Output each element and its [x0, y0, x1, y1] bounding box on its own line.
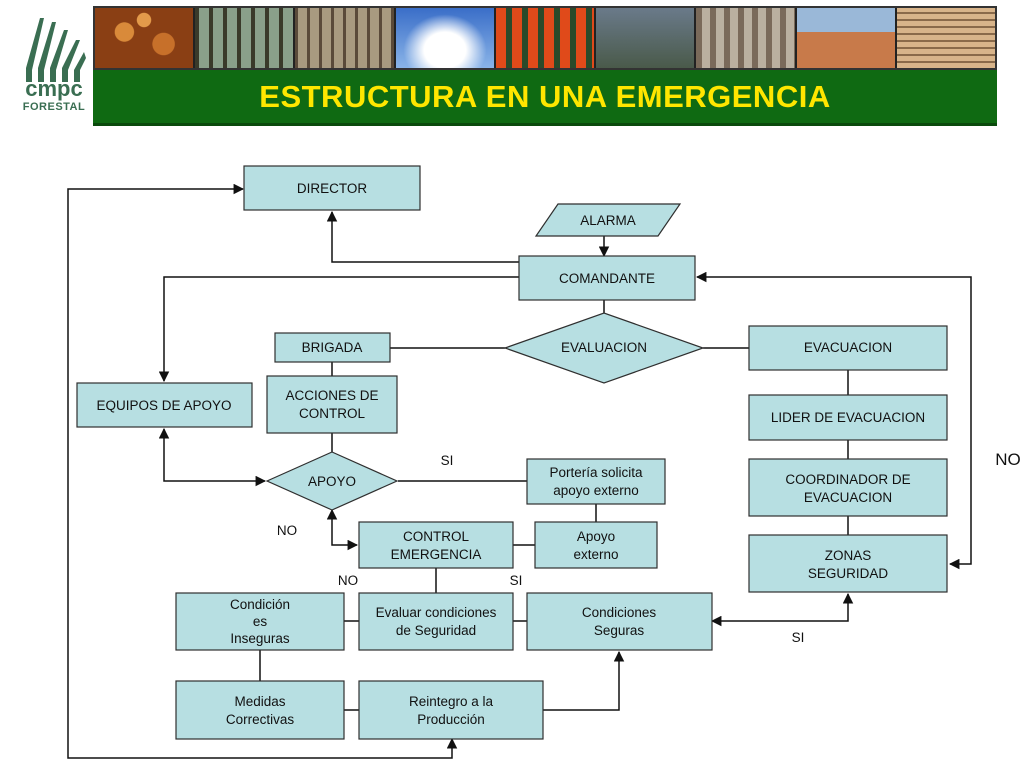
node-evacuacion — [748, 325, 948, 371]
label-reintegro-1: Reintegro a la — [409, 694, 494, 709]
edge-label-no-evaluar: NO — [338, 573, 358, 588]
label-director: DIRECTOR — [297, 181, 368, 196]
label-porteria-1: Portería solicita — [549, 465, 643, 480]
node-equipos-apoyo — [76, 382, 253, 428]
logo-name: cmpc — [25, 76, 83, 101]
title-bar: ESTRUCTURA EN UNA EMERGENCIA — [93, 70, 997, 126]
page-title: ESTRUCTURA EN UNA EMERGENCIA — [259, 78, 831, 114]
edge-apoyo-control — [326, 508, 359, 551]
label-evaluar-condiciones-1: Evaluar condiciones — [376, 605, 497, 620]
node-comandante — [518, 255, 696, 301]
label-control-emergencia-2: EMERGENCIA — [391, 547, 482, 562]
edge-label-si-evaluar: SI — [510, 573, 523, 588]
node-porteria — [526, 458, 666, 505]
label-condiciones-inseguras-1: Condición — [230, 597, 290, 612]
label-reintegro-2: Producción — [417, 712, 485, 727]
label-evaluacion: EVALUACION — [561, 340, 647, 355]
edge-seguras-zonas — [710, 592, 854, 627]
label-condiciones-seguras-1: Condiciones — [582, 605, 657, 620]
label-control-emergencia-1: CONTROL — [403, 529, 469, 544]
edge-label-si-apoyo: SI — [441, 453, 454, 468]
photo-warehouse — [796, 8, 895, 68]
node-apoyo — [265, 451, 399, 511]
label-apoyo-externo-2: externo — [573, 547, 618, 562]
label-condiciones-seguras-2: Seguras — [594, 623, 645, 638]
node-condiciones-inseguras — [175, 592, 345, 651]
photo-factory-interior — [696, 8, 795, 68]
cmpc-logo-icon — [26, 18, 86, 82]
node-evaluar-condiciones — [358, 592, 514, 651]
label-condiciones-inseguras-2: es — [253, 614, 268, 629]
label-comandante: COMANDANTE — [559, 271, 655, 286]
node-apoyo-externo — [534, 521, 658, 569]
photo-clouds-sky — [395, 8, 494, 68]
photo-forest-trunks — [295, 8, 394, 68]
node-condiciones-seguras — [526, 592, 713, 651]
edge-comandante-equipos — [158, 276, 519, 383]
label-equipos-apoyo: EQUIPOS DE APOYO — [96, 398, 231, 413]
node-evaluacion — [503, 312, 705, 384]
edge-equipos-apoyo — [158, 427, 267, 487]
node-reintegro — [358, 680, 544, 740]
label-acciones-control-2: CONTROL — [299, 406, 365, 421]
label-acciones-control-1: ACCIONES DE — [285, 388, 378, 403]
label-alarma: ALARMA — [580, 213, 636, 228]
label-lider-evacuacion: LIDER DE EVACUACION — [771, 410, 925, 425]
label-apoyo-externo-1: Apoyo — [577, 529, 615, 544]
edge-reintegro-seguras — [543, 650, 625, 711]
edge-zonas-comandante — [695, 271, 972, 570]
label-porteria-2: apoyo externo — [553, 483, 639, 498]
label-evaluar-condiciones-2: de Seguridad — [396, 623, 476, 638]
photo-workers-team — [495, 8, 595, 68]
node-control-emergencia — [358, 521, 514, 569]
edge-label-no-right: NO — [995, 450, 1021, 469]
node-zonas-seguridad — [748, 534, 948, 593]
node-lider-evacuacion — [748, 394, 948, 441]
label-condiciones-inseguras-3: Inseguras — [230, 631, 290, 646]
photo-lumber-stack — [896, 8, 995, 68]
label-medidas-correctivas-1: Medidas — [234, 694, 285, 709]
node-brigada — [274, 332, 391, 363]
photo-forest — [195, 8, 294, 68]
label-apoyo: APOYO — [308, 474, 356, 489]
edge-label-no-apoyo: NO — [277, 523, 297, 538]
edge-label-si-zonas: SI — [792, 630, 805, 645]
edge-reintegro-director — [67, 183, 458, 759]
label-medidas-correctivas-2: Correctivas — [226, 712, 295, 727]
node-medidas-correctivas — [175, 680, 345, 740]
node-coordinador — [748, 458, 948, 517]
photo-pine-nuts — [95, 8, 194, 68]
label-coordinador-2: EVACUACION — [804, 490, 892, 505]
label-zonas-seguridad-1: ZONAS — [825, 548, 872, 563]
label-coordinador-1: COORDINADOR DE — [785, 472, 910, 487]
label-evacuacion: EVACUACION — [804, 340, 892, 355]
label-zonas-seguridad-2: SEGURIDAD — [808, 566, 889, 581]
node-alarma — [534, 203, 682, 237]
header-photo-strip — [93, 6, 997, 70]
label-brigada: BRIGADA — [302, 340, 363, 355]
node-acciones-control — [266, 375, 398, 434]
logo-subtitle: FORESTAL — [22, 101, 86, 113]
node-director — [243, 165, 421, 211]
photo-industrial-plant — [596, 8, 695, 68]
